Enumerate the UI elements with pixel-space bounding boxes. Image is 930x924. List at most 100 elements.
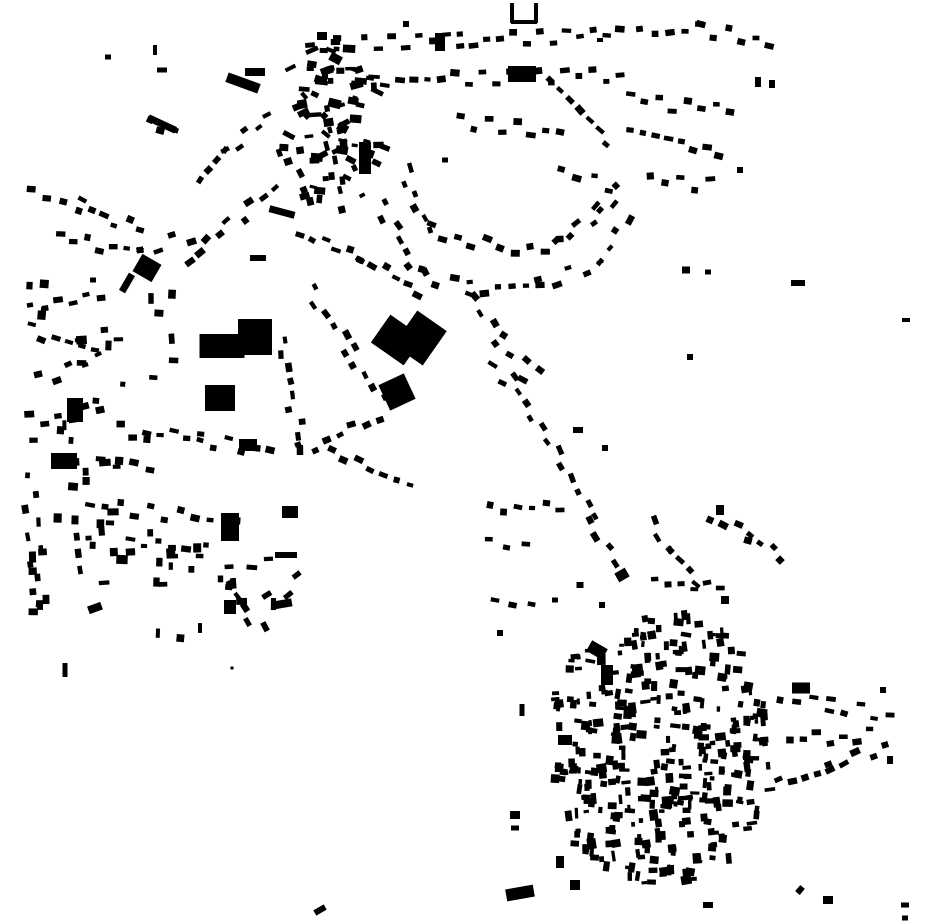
building	[733, 741, 742, 748]
building	[74, 548, 82, 559]
building	[186, 237, 198, 247]
building	[167, 289, 177, 299]
building	[699, 797, 706, 803]
building	[395, 235, 405, 245]
building	[614, 775, 621, 784]
building	[319, 111, 329, 121]
building	[649, 855, 659, 865]
building	[715, 585, 725, 591]
building	[128, 434, 138, 441]
building	[426, 226, 434, 234]
building	[556, 461, 565, 472]
building	[298, 86, 310, 92]
building	[535, 28, 544, 35]
building	[495, 35, 505, 43]
building	[619, 643, 624, 647]
building	[96, 519, 105, 529]
building	[795, 885, 805, 895]
building	[647, 617, 656, 625]
building	[624, 865, 632, 870]
building	[646, 172, 655, 180]
building	[355, 101, 365, 109]
building	[123, 245, 131, 251]
building	[591, 173, 598, 179]
building	[601, 689, 608, 695]
building	[570, 218, 582, 228]
building	[654, 827, 661, 834]
building	[469, 290, 481, 302]
building	[731, 751, 738, 758]
building	[699, 698, 705, 709]
building	[156, 557, 163, 567]
building	[199, 334, 245, 358]
building	[166, 553, 179, 559]
building	[716, 505, 724, 515]
building	[590, 854, 600, 861]
building	[403, 261, 413, 272]
building	[534, 364, 546, 376]
building	[582, 844, 588, 853]
building	[217, 575, 224, 583]
building	[613, 811, 623, 819]
building	[614, 567, 630, 583]
building	[90, 347, 100, 353]
building	[406, 162, 415, 174]
building	[691, 579, 701, 589]
building	[242, 196, 255, 208]
building	[691, 671, 699, 680]
building	[755, 539, 764, 548]
building	[586, 837, 597, 850]
building	[712, 796, 721, 808]
building	[585, 115, 595, 125]
building	[631, 632, 640, 637]
building	[598, 806, 603, 814]
building	[602, 32, 612, 38]
building	[28, 567, 37, 575]
building	[625, 673, 633, 684]
building	[168, 333, 175, 344]
building	[638, 818, 644, 823]
building	[236, 597, 248, 605]
building	[140, 543, 148, 549]
building	[690, 791, 700, 795]
building	[698, 763, 703, 771]
building	[709, 740, 716, 746]
building	[769, 80, 775, 88]
building	[570, 880, 580, 890]
building	[611, 670, 620, 676]
building	[294, 441, 302, 448]
building	[510, 3, 514, 23]
building	[98, 526, 106, 536]
building	[224, 583, 233, 591]
building	[624, 808, 636, 814]
building	[775, 555, 785, 565]
building	[639, 129, 647, 137]
building	[617, 762, 625, 769]
building	[725, 852, 732, 864]
building	[513, 503, 523, 511]
building	[700, 722, 707, 732]
building	[358, 192, 366, 199]
building	[685, 867, 696, 877]
building	[465, 242, 476, 251]
building	[94, 351, 103, 358]
building	[77, 195, 88, 204]
building	[792, 682, 810, 694]
building	[605, 542, 615, 552]
building	[654, 786, 659, 794]
building	[654, 717, 661, 724]
building	[98, 458, 111, 467]
building	[221, 513, 239, 541]
building	[83, 233, 92, 242]
building	[731, 724, 737, 735]
building	[317, 149, 329, 160]
building	[824, 765, 836, 775]
building	[615, 72, 625, 78]
building	[724, 24, 733, 32]
building	[449, 68, 460, 77]
building	[610, 558, 620, 569]
building	[687, 800, 692, 810]
building	[667, 108, 677, 114]
building	[694, 620, 704, 628]
building	[198, 623, 202, 633]
